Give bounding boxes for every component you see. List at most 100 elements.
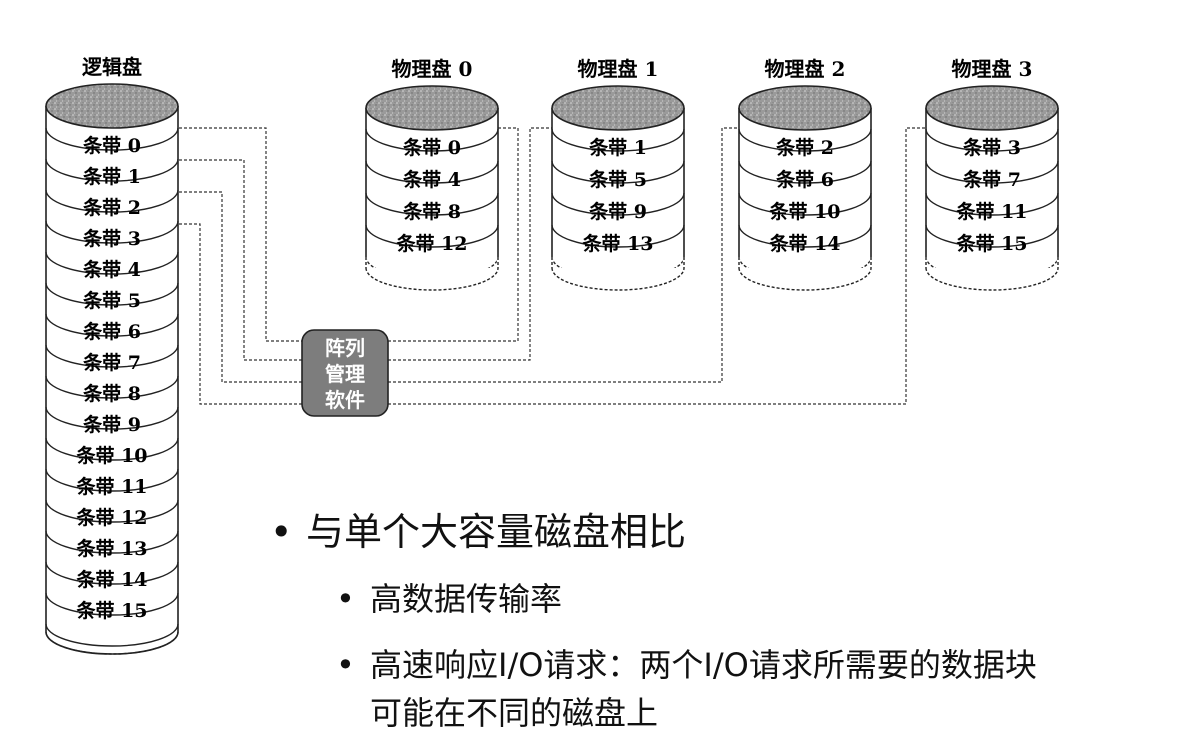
- bullet-sub-2-continued: 可能在不同的磁盘上: [370, 694, 659, 732]
- physical-disk-3-stripe-label: 条带 15: [956, 232, 1027, 255]
- controller-label: 阵列: [325, 336, 365, 360]
- wire-4: [388, 127, 519, 342]
- bullet-sub-2-text: 高速响应I/O请求：两个I/O请求所需要的数据块: [370, 646, 1037, 684]
- logical-disk-stripe-label: 条带 1: [83, 165, 141, 188]
- logical-disk-stripe-label: 条带 7: [83, 351, 141, 374]
- physical-disk-3-body: [925, 108, 1059, 291]
- physical-disk-1-stripe-label: 条带 1: [589, 136, 647, 159]
- logical-disk-stripe-divider: [45, 127, 179, 151]
- physical-disk-2-stripe-divider: [738, 256, 872, 280]
- physical-disk-3-stripe-divider: [925, 128, 1059, 152]
- physical-disk-0-top: [365, 85, 499, 131]
- physical-disk-3-stripe-divider: [925, 160, 1059, 184]
- logical-disk-stripe-divider: [45, 592, 179, 616]
- physical-disk-0-body: [365, 108, 499, 291]
- logical-disk-stripe-label: 条带 11: [76, 475, 147, 498]
- logical-disk-stripe-label: 条带 14: [76, 568, 147, 591]
- physical-disk-3-stripe-label: 条带 7: [963, 168, 1021, 191]
- logical-disk-title: 逻辑盘: [82, 55, 142, 79]
- wire-6: [388, 127, 739, 383]
- physical-disk-1: 物理盘 1条带 1条带 5条带 9条带 13: [550, 57, 686, 292]
- physical-disk-0-stripe-label: 条带 8: [403, 200, 461, 223]
- logical-disk-stripe-divider: [45, 282, 179, 306]
- logical-disk-stripe-divider: [45, 530, 179, 554]
- physical-disk-1-stripe-divider: [551, 128, 685, 152]
- physical-disk-0-stripe-label: 条带 0: [403, 136, 461, 159]
- bullet-main: •与单个大容量磁盘相比: [270, 510, 687, 554]
- physical-disk-2: 物理盘 2 条带 2 条带 6 条带 10 条带 14: [737, 57, 873, 292]
- logical-disk-stripe-label: 条带 9: [83, 413, 141, 436]
- logical-disk-stripe-label: 条带 15: [76, 599, 147, 622]
- logical-disk-stripe-divider: [45, 313, 179, 337]
- physical-disk-2-bottom: [738, 267, 872, 291]
- wire-0: [179, 127, 302, 342]
- controller-box: [301, 329, 389, 417]
- physical-disk-3-top: [925, 85, 1059, 131]
- physical-disk-1-stripe-label: 条带 9: [589, 200, 647, 223]
- logical-disk-stripe-label: 条带 2: [83, 196, 141, 219]
- bullet-sub-1-text: 高数据传输率: [370, 580, 563, 618]
- logical-disk-stripe-label: 条带 6: [83, 320, 141, 343]
- physical-disk-1-stripe-divider: [551, 160, 685, 184]
- physical-disk-2-stripe-divider: [738, 160, 872, 184]
- logical-disk-stripe-label: 条带 0: [83, 134, 141, 157]
- wire-2: [179, 191, 302, 383]
- physical-disk-0-stripe-label: 条带 12: [396, 232, 467, 255]
- connection-wires: [179, 127, 926, 405]
- logical-disk-stripe-divider: [45, 189, 179, 213]
- physical-disk-2-top: [738, 85, 872, 131]
- logical-disk-stripe-label: 条带 8: [83, 382, 141, 405]
- logical-disk-stripe-label: 条带 4: [83, 258, 141, 281]
- physical-disk-2-stripe-label: 条带 2: [776, 136, 834, 159]
- physical-disk-3-stripe-label: 条带 3: [963, 136, 1021, 159]
- physical-disk-1-title: 物理盘 1: [578, 57, 659, 81]
- physical-disk-1-body: [551, 108, 685, 291]
- physical-disk-3-bottom: [925, 267, 1059, 291]
- physical-disk-2-stripe-divider: [738, 192, 872, 216]
- logical-disk-stripe-label: 条带 5: [83, 289, 141, 312]
- physical-disk-1-bottom: [551, 267, 685, 291]
- wire-1: [179, 159, 302, 361]
- logical-disk-stripe-divider: [45, 220, 179, 244]
- physical-disk-2-stripe-label: 条带 10: [769, 200, 840, 223]
- wire-5: [388, 127, 552, 361]
- physical-disk-3-stripe-divider: [925, 224, 1059, 248]
- physical-disk-1-stripe-divider: [551, 224, 685, 248]
- logical-disk-stripe-divider: [45, 468, 179, 492]
- logical-disk-stripe-divider: [45, 375, 179, 399]
- physical-disk-0-stripe-divider: [365, 224, 499, 248]
- logical-disk-stripe-label: 条带 12: [76, 506, 147, 529]
- physical-disk-2-stripe-label: 条带 6: [776, 168, 834, 191]
- bullet-sub-1: •高数据传输率: [336, 580, 563, 618]
- logical-disk-top: [45, 83, 179, 129]
- physical-disk-2-body: [738, 108, 872, 291]
- physical-disk-0-stripe-divider: [365, 192, 499, 216]
- physical-disk-2-stripe-divider: [738, 224, 872, 248]
- physical-disk-0-stripe-divider: [365, 160, 499, 184]
- logical-disk-stripe-divider: [45, 251, 179, 275]
- logical-disk-stripe-divider: [45, 158, 179, 182]
- bullet-main-text: 与单个大容量磁盘相比: [306, 510, 687, 554]
- physical-disk-3-stripe-divider: [925, 256, 1059, 280]
- logical-disk-stripe-divider: [45, 344, 179, 368]
- logical-disk-stripe-label: 条带 13: [76, 537, 147, 560]
- physical-disk-3-stripe-divider: [925, 192, 1059, 216]
- bullet-sub-2: •高速响应I/O请求：两个I/O请求所需要的数据块: [336, 646, 1037, 684]
- physical-disk-1-top: [551, 85, 685, 131]
- logical-disk-stripe-label: 条带 10: [76, 444, 147, 467]
- logical-disk-stripe-divider: [45, 406, 179, 430]
- physical-disk-3-title: 物理盘 3: [952, 57, 1033, 81]
- logical-disk-stripe-divider: [45, 561, 179, 585]
- logical-disk-stripe-label: 条带 3: [83, 227, 141, 250]
- physical-disk-2-stripe-label: 条带 14: [769, 232, 840, 255]
- physical-disk-1-stripe-divider: [551, 192, 685, 216]
- physical-disk-0-stripe-divider: [365, 128, 499, 152]
- logical-disk-stripe-divider: [45, 623, 179, 647]
- physical-disk-2-title: 物理盘 2: [765, 57, 846, 81]
- physical-disk-1-stripe-label: 条带 13: [582, 232, 653, 255]
- physical-disk-0: 物理盘 0条带 0条带 4条带 8条带 12: [364, 57, 500, 292]
- physical-disk-0-stripe-divider: [365, 256, 499, 280]
